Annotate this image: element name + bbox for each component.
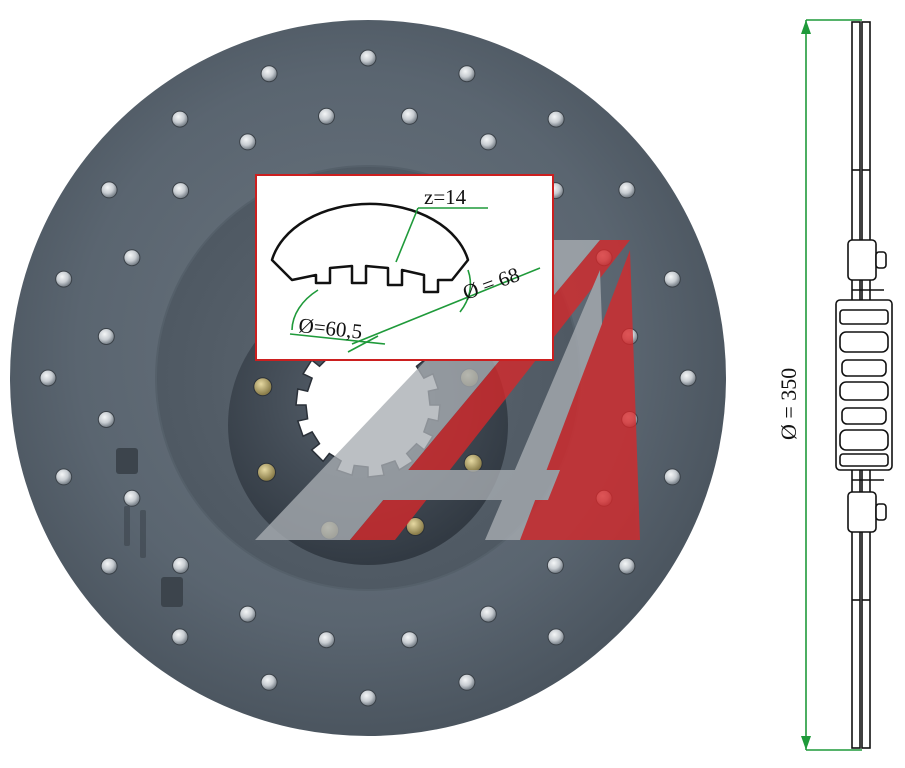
overall-diameter-label: Ø = 350 — [776, 368, 801, 440]
lining-rivet — [318, 107, 335, 125]
lining-rivet — [318, 631, 335, 649]
lining-rivet — [100, 557, 118, 575]
teeth-leader — [395, 207, 419, 263]
spline-arc-drawing — [270, 202, 470, 294]
lining-rivet — [547, 110, 565, 128]
lining-rivet — [479, 133, 497, 151]
lining-rivet — [100, 181, 118, 199]
lining-rivet — [458, 65, 476, 83]
lining-rivet — [663, 270, 681, 288]
lining-rivet — [171, 628, 189, 646]
side-rivets — [847, 239, 887, 533]
lining-rivet — [123, 249, 141, 267]
lining-rivet — [359, 689, 377, 707]
lining-rivet — [679, 369, 697, 387]
dimension-arrow-top — [801, 20, 811, 34]
lining-rivet — [479, 605, 497, 623]
stamped-marking — [116, 448, 183, 607]
lining-rivet — [97, 411, 115, 428]
lining-rivet — [401, 631, 418, 649]
lining-rivet — [239, 605, 257, 623]
inner-diameter-line — [289, 333, 386, 345]
side-view-drawing: Ø = 350 — [776, 19, 893, 751]
lining-rivet — [55, 468, 73, 486]
lining-rivet — [401, 107, 418, 125]
outer-diameter-arc — [459, 269, 472, 313]
lining-rivet — [618, 557, 636, 575]
lining-rivet — [458, 673, 476, 691]
lining-rivet — [663, 468, 681, 486]
lining-rivet — [260, 65, 278, 83]
hub-rivet — [253, 377, 273, 397]
lining-rivet — [171, 110, 189, 128]
lining-rivet — [97, 328, 115, 345]
lining-rivet — [618, 181, 636, 199]
lining-rivet — [546, 556, 564, 574]
lining-rivet — [123, 489, 141, 507]
hub-side-profile — [835, 299, 893, 471]
inner-diameter-arc — [291, 289, 319, 331]
lining-rivet — [359, 49, 377, 67]
inner-diameter-tick — [347, 335, 379, 353]
lining-rivet — [239, 133, 257, 151]
outer-diameter-line — [351, 267, 541, 345]
lining-rivet — [39, 369, 57, 387]
dimension-arrow-bottom — [801, 736, 811, 750]
teeth-count-label: z=14 — [424, 185, 467, 209]
hub-rivet — [463, 453, 483, 473]
lining-rivet — [260, 673, 278, 691]
spline-detail-inset: z=14 Ø=60,5 Ø = 68 — [255, 174, 554, 361]
hub-rivet — [405, 517, 425, 536]
lining-rivet — [55, 270, 73, 288]
hub-rivet — [257, 462, 276, 482]
lining-rivet — [172, 556, 190, 574]
lining-rivet — [172, 182, 190, 200]
lining-rivet — [547, 628, 565, 646]
